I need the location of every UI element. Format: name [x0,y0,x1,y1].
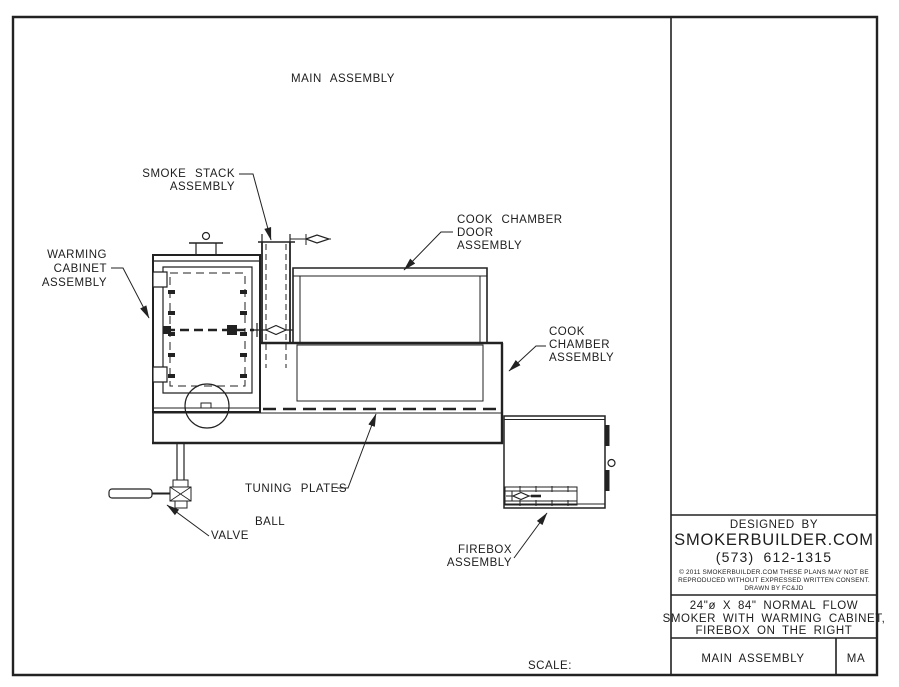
callout-cook-chamber-3: ASSEMBLY [549,352,614,364]
callout-warming-cabinet-3: ASSEMBLY [42,277,107,289]
sheet-code: MA [847,653,865,665]
leader-smoke-stack [239,174,271,241]
callout-firebox-2: ASSEMBLY [447,557,512,569]
door-latch-tabs [168,290,247,378]
cabinet-vent [189,233,223,256]
scale-label: SCALE: [528,660,572,672]
designed-by: DESIGNED BY [730,519,818,531]
leader-ball-valve [166,505,209,536]
firebox [504,416,615,508]
callout-warming-cabinet-2: CABINET [54,263,107,275]
callout-smoke-stack-1: SMOKE STACK [142,168,235,180]
copyright-line-3: DRAWN BY FC&JD [744,585,803,592]
copyright-line-1: © 2011 SMOKERBUILDER.COM THESE PLANS MAY… [679,568,869,576]
company-name: SMOKERBUILDER.COM [674,531,874,549]
callout-cook-chamber-2: CHAMBER [549,339,610,351]
callout-cook-chamber-door-1: COOK CHAMBER [457,214,563,226]
firebox-hinge-top [605,425,610,446]
door-hinge-bottom [153,367,167,382]
sheet-border [13,17,877,675]
drawing-title-line-1: 24"ø X 84" NORMAL FLOW [690,600,858,612]
firebox-hinge-bottom [605,470,610,491]
callout-warming-cabinet-1: WARMING [47,249,107,261]
cook-chamber-body [152,343,503,444]
ball-valve [109,443,191,508]
callout-smoke-stack-2: ASSEMBLY [170,181,235,193]
firebox-air-intake-damper [505,486,577,506]
stack-damper-handle [290,234,331,245]
callout-tuning-plates: TUNING PLATES [245,483,347,495]
callout-firebox-1: FIREBOX [458,544,512,556]
warming-cabinet [153,233,293,429]
callout-ball: BALL [255,516,285,528]
callout-cook-chamber-1: COOK [549,326,585,338]
leader-cook-chamber-door [404,232,453,271]
drawing-title-line-3: FIREBOX ON THE RIGHT [696,625,853,637]
door-hinge-top [153,272,167,287]
cabinet-bottom-port [153,384,260,428]
leader-tuning-plates [337,413,376,488]
callout-valve: VALVE [211,530,249,542]
phone-number: (573) 612-1315 [716,549,833,565]
drawing-labels: MAIN ASSEMBLY SMOKE STACK ASSEMBLY WARMI… [42,73,614,672]
callout-cook-chamber-door-3: ASSEMBLY [457,240,522,252]
valve-handle [109,489,152,498]
drawing-title-line-2: SMOKER WITH WARMING CABINET, [663,613,886,625]
cabinet-damper-rod [163,323,293,337]
sheet-name: MAIN ASSEMBLY [701,653,804,665]
cook-chamber-door [293,268,487,343]
callout-cook-chamber-door-2: DOOR [457,227,494,239]
leader-lines [111,174,547,558]
leader-cook-chamber [508,346,546,371]
leader-firebox [514,512,547,558]
leader-warming-cabinet [111,268,149,319]
view-title: MAIN ASSEMBLY [291,73,395,85]
copyright-line-2: REPRODUCED WITHOUT EXPRESSED WRITTEN CON… [678,577,870,584]
firebox-door-handle [608,460,615,467]
smoke-stack [258,234,331,368]
title-block: DESIGNED BY SMOKERBUILDER.COM (573) 612-… [663,519,886,665]
